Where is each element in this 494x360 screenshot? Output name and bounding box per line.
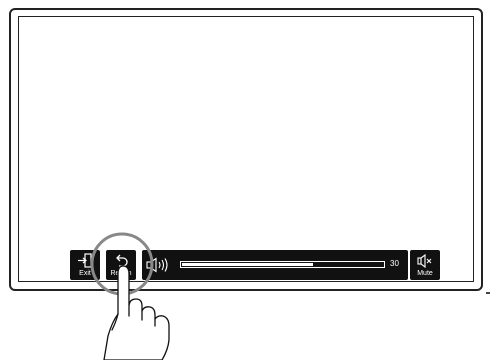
mute-icon: [417, 253, 433, 269]
volume-panel: 30: [142, 250, 408, 280]
speaker-icon[interactable]: [146, 257, 172, 273]
exit-button[interactable]: Exit: [70, 250, 100, 280]
exit-label: Exit: [70, 270, 100, 278]
return-icon: [113, 253, 129, 269]
control-bar: Exit Return 30 Mute: [70, 250, 408, 280]
exit-icon: [77, 253, 93, 269]
volume-slider-fill: [182, 263, 313, 266]
volume-value: 30: [390, 259, 399, 268]
mute-button[interactable]: Mute: [410, 250, 440, 280]
screen: [18, 16, 474, 282]
mute-label: Mute: [410, 270, 440, 278]
return-button[interactable]: Return: [106, 250, 136, 280]
volume-slider[interactable]: [180, 261, 385, 268]
edge-mark: [486, 292, 490, 294]
return-label: Return: [106, 270, 136, 278]
